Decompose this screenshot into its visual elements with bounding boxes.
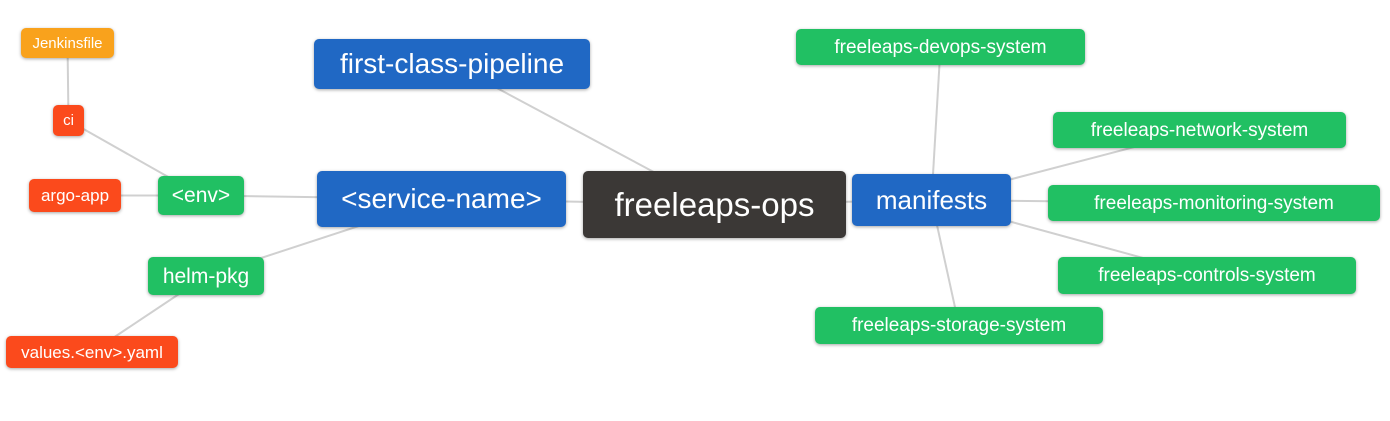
node-values-env-yaml[interactable]: values.<env>.yaml (6, 336, 178, 368)
node-freeleaps-ops[interactable]: freeleaps-ops (583, 171, 846, 238)
node-jenkinsfile[interactable]: Jenkinsfile (21, 28, 114, 58)
node-env[interactable]: <env> (158, 176, 244, 215)
node-argo-app[interactable]: argo-app (29, 179, 121, 212)
node-freeleaps-controls-system[interactable]: freeleaps-controls-system (1058, 257, 1356, 294)
node-manifests[interactable]: manifests (852, 174, 1011, 226)
node-service-name[interactable]: <service-name> (317, 171, 566, 227)
node-helm-pkg[interactable]: helm-pkg (148, 257, 264, 295)
node-freeleaps-monitoring-system[interactable]: freeleaps-monitoring-system (1048, 185, 1380, 221)
node-first-class-pipeline[interactable]: first-class-pipeline (314, 39, 590, 89)
node-freeleaps-storage-system[interactable]: freeleaps-storage-system (815, 307, 1103, 344)
node-freeleaps-network-system[interactable]: freeleaps-network-system (1053, 112, 1346, 148)
node-ci[interactable]: ci (53, 105, 84, 136)
node-freeleaps-devops-system[interactable]: freeleaps-devops-system (796, 29, 1085, 65)
